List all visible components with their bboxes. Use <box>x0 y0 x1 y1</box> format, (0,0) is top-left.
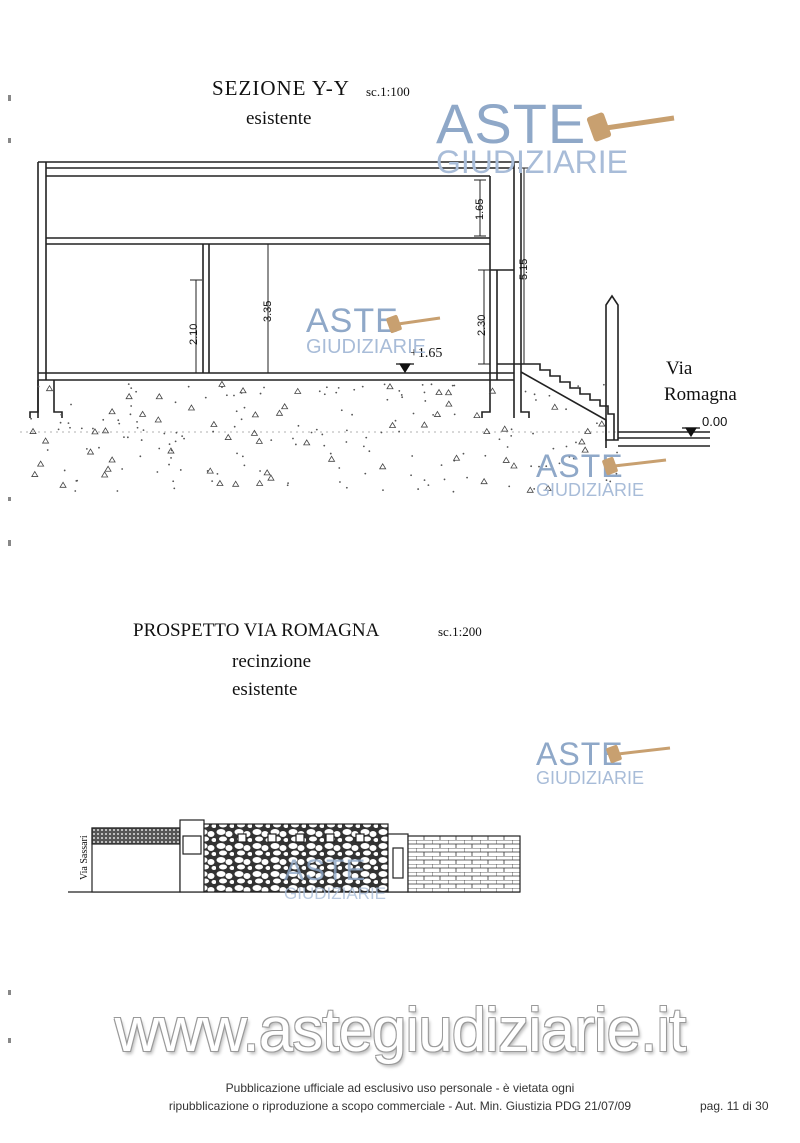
scan-mark <box>8 540 11 546</box>
section-drawing <box>20 161 710 493</box>
aste-watermark: ASTE GIUDIZIARIE <box>436 92 629 180</box>
aste-watermark: ASTE GIUDIZIARIE <box>306 302 427 358</box>
section-title: SEZIONE Y-Y <box>212 76 350 100</box>
section-subtitle: esistente <box>246 108 312 129</box>
scan-mark <box>8 138 11 143</box>
elevation-drawing <box>68 819 521 893</box>
elevation-subtitle-1: recinzione <box>232 651 312 672</box>
gavel-icon <box>606 744 671 764</box>
aste-watermark: ASTE GIUDIZIARIE <box>284 854 387 903</box>
page-number: pag. 11 di 30 <box>700 1099 769 1113</box>
elevation-subtitle-2: esistente <box>232 679 298 700</box>
dim-2-10: 2.10 <box>188 323 200 345</box>
level-street-label: 0.00 <box>702 414 728 429</box>
gavel-icon <box>386 314 441 334</box>
via-sassari-label: Via Sassari <box>79 835 90 880</box>
site-watermark: www.astegiudiziarie.it <box>114 996 687 1065</box>
elevation-title: PROSPETTO VIA ROMAGNA <box>133 620 380 641</box>
footer-line-1: Pubblicazione ufficiale ad esclusivo uso… <box>225 1081 575 1095</box>
footer-line-2: ripubblicazione o riproduzione a scopo c… <box>168 1099 632 1113</box>
scan-mark <box>8 497 11 501</box>
scan-mark <box>8 1038 11 1043</box>
street-label-via: Via <box>666 358 693 379</box>
aste-watermark: ASTE GIUDIZIARIE <box>536 736 645 788</box>
gavel-icon <box>602 456 667 476</box>
level-floor-label: +1.65 <box>410 346 443 361</box>
street-label-romagna: Romagna <box>664 384 737 405</box>
dim-3-35: 3.35 <box>262 300 274 322</box>
elevation-scale: sc.1:200 <box>438 624 482 639</box>
dim-5-15: 5.15 <box>518 258 530 280</box>
section-scale: sc.1:100 <box>366 84 410 99</box>
dim-2-30: 2.30 <box>476 314 488 336</box>
dim-1-65: 1.65 <box>474 198 486 220</box>
gavel-icon <box>586 112 675 142</box>
scan-mark <box>8 990 11 995</box>
scan-mark <box>8 95 11 101</box>
